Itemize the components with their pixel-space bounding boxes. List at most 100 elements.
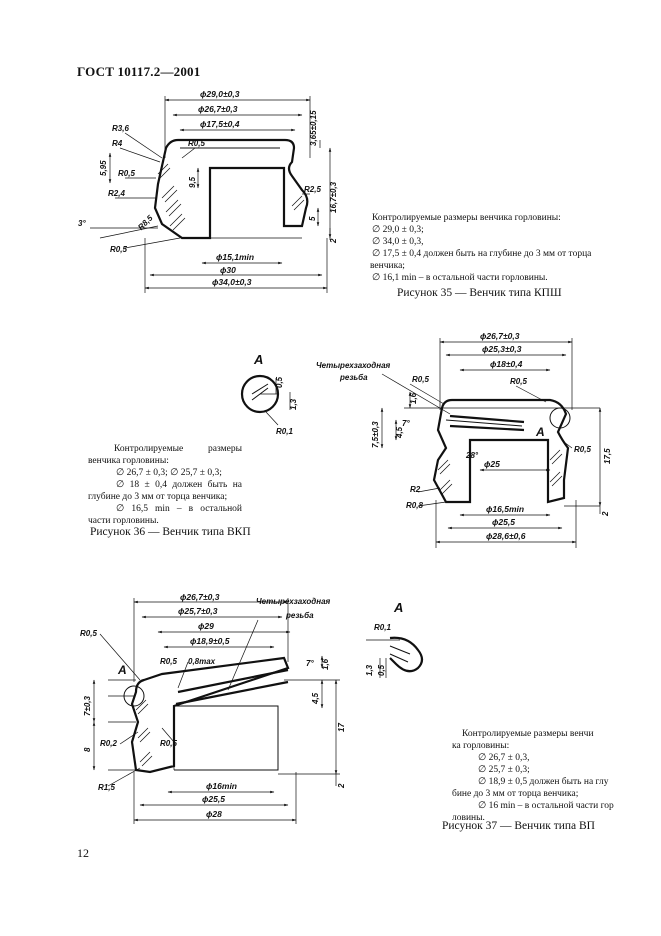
fig35-dim-r6: R0,5: [110, 245, 127, 254]
fig36-note-line: ∅ 16,5 min – в остальной: [116, 504, 242, 514]
fig36-detail-label: A: [253, 352, 263, 367]
fig37-caption: Рисунок 37 — Венчик типа ВП: [442, 820, 595, 832]
fig36-note-line: венчика горловины:: [88, 456, 169, 466]
fig37-dim-d2: ϕ25,7±0,3: [178, 606, 218, 616]
fig37-detail-label: A: [393, 600, 403, 615]
fig36-dim-v3: 7,5±0,3: [371, 421, 380, 448]
fig37-dim-m1: 0,8max: [188, 657, 216, 666]
fig36-dim-v2: 4,5: [395, 426, 404, 439]
fig37-note-line: ∅ 25,7 ± 0,3;: [478, 765, 530, 775]
fig37-note-line: ка горловины:: [452, 741, 510, 751]
fig35-dim-r5: R8,5: [136, 213, 155, 232]
fig36-thread-line2: резьба: [339, 373, 368, 382]
fig37-thread-line1: Четырехзаходная: [256, 597, 331, 606]
fig35-note-line: венчика;: [370, 261, 405, 271]
fig35-note-line: Контролируемые размеры венчика горловины…: [372, 213, 561, 223]
fig37-detail-dim-a: 1,3: [365, 664, 374, 676]
fig35-dim-v2: 9,5: [188, 176, 197, 188]
fig37-label-a: A: [117, 663, 127, 677]
fig36-dim-a1: 7°: [402, 419, 410, 428]
document-header: ГОСТ 10117.2—2001: [77, 64, 201, 79]
fig37-dim-d4: ϕ18,9±0,5: [190, 636, 230, 646]
fig35-dim-a1: 3°: [78, 219, 86, 228]
fig37-detail-dim-r: R0,1: [374, 623, 391, 632]
fig35-dim-d4: ϕ15,1min: [216, 252, 254, 262]
fig37-notes: Контролируемые размеры венчи ка горловин…: [452, 728, 614, 824]
fig36-detail-dim-a: 0,5: [275, 376, 284, 388]
fig37-detail-dim-b: 0,5: [377, 664, 386, 676]
fig35-dim-r2: R4: [112, 139, 123, 148]
fig35-notes: Контролируемые размеры венчика горловины…: [370, 212, 612, 284]
fig36-dim-d7: ϕ28,6±0,6: [486, 531, 526, 541]
fig37-dim-v3: 7±0,3: [83, 695, 92, 716]
figure-36-drawing: ϕ26,7±0,3 ϕ25,3±0,3 ϕ18±0,4 ϕ25 ϕ16,5min…: [316, 331, 612, 548]
fig36-dim-r3: R0,5: [574, 445, 591, 454]
page-number: 12: [77, 846, 89, 860]
fig35-dim-d5: ϕ30: [220, 265, 236, 275]
fig35-dim-d3: ϕ17,5±0,4: [200, 119, 240, 129]
fig35-dim-d1: ϕ29,0±0,3: [200, 89, 240, 99]
fig35-note-line: ∅ 16,1 min – в остальной части горловины…: [372, 273, 548, 283]
fig37-note-line: ∅ 26,7 ± 0,3,: [478, 753, 530, 763]
fig36-dim-d3: ϕ18±0,4: [490, 359, 523, 369]
fig37-dim-d5: ϕ16min: [206, 781, 237, 791]
fig36-notes: Контролируемые размеры венчика горловины…: [88, 443, 242, 527]
fig36-dim-d5: ϕ16,5min: [486, 504, 524, 514]
figure-36-detail-a: A 0,5 1,3 R0,1: [240, 352, 298, 436]
fig36-dim-r2: R0,5: [510, 377, 527, 386]
fig35-note-line: ∅ 29,0 ± 0,3;: [372, 225, 424, 235]
fig36-thread-line1: Четырехзаходная: [316, 361, 391, 370]
fig36-detail-dim-r: R0,1: [276, 427, 293, 436]
fig37-note-line: Контролируемые размеры венчи: [462, 729, 594, 739]
fig35-caption: Рисунок 35 — Венчик типа КПШ: [397, 287, 562, 299]
fig36-note-line: глубине до 3 мм от торца венчика;: [88, 492, 228, 502]
fig36-dim-d1: ϕ26,7±0,3: [480, 331, 520, 341]
fig36-caption: Рисунок 36 — Венчик типа ВКП: [90, 526, 251, 538]
fig37-dim-r2: R0,5: [160, 657, 177, 666]
fig37-dim-d1: ϕ26,7±0,3: [180, 592, 220, 602]
fig35-dim-v1: 5,95: [99, 160, 108, 176]
fig35-dim-d2: ϕ26,7±0,3: [198, 104, 238, 114]
fig37-dim-v2: 4,5: [311, 692, 320, 705]
fig37-dim-d6: ϕ25,5: [202, 794, 225, 804]
fig37-dim-a1: 7°: [306, 659, 314, 668]
fig35-note-line: ∅ 34,0 ± 0,3,: [372, 237, 424, 247]
fig36-note-line: ∅ 18 ± 0,4 должен быть на: [116, 480, 242, 490]
fig37-dim-d3: ϕ29: [198, 621, 214, 631]
fig36-dim-r1: R0,5: [412, 375, 429, 384]
fig37-note-line: ∅ 18,9 ± 0,5 должен быть на глу: [478, 777, 609, 787]
fig35-dim-v6: 2: [329, 238, 338, 244]
fig37-note-line: ∅ 16 min – в остальной части гор: [478, 801, 614, 811]
fig37-note-line: ловины.: [452, 813, 485, 823]
fig37-dim-d7: ϕ28: [206, 809, 222, 819]
fig36-dim-d6: ϕ25,5: [492, 517, 515, 527]
fig36-detail-dim-b: 1,3: [289, 398, 298, 410]
fig37-dim-r4: R0,5: [160, 739, 177, 748]
fig37-dim-v5: 17: [337, 723, 346, 732]
fig36-dim-d2: ϕ25,3±0,3: [482, 344, 522, 354]
fig37-thread-line2: резьба: [285, 611, 314, 620]
fig36-dim-r4: R2: [410, 485, 421, 494]
fig37-dim-v1: 1,6: [321, 658, 330, 670]
fig35-dim-r4: R2,4: [108, 189, 125, 198]
fig36-dim-a2: 28°: [465, 451, 479, 460]
fig36-label-a: A: [535, 425, 545, 439]
fig36-dim-v1: 1,6: [409, 392, 418, 404]
fig35-dim-r8: R2,5: [304, 185, 321, 194]
fig37-note-line: бине до 3 мм от торца венчика;: [452, 789, 579, 799]
fig36-dim-d4: ϕ25: [484, 459, 500, 469]
fig36-dim-v5: 2: [601, 511, 610, 517]
fig37-dim-v4: 8: [83, 747, 92, 752]
fig37-dim-r1: R0,5: [80, 629, 97, 638]
fig36-dim-v4: 17,5: [603, 448, 612, 464]
fig35-dim-v3: 3,65±0,15: [309, 110, 318, 146]
fig35-note-line: ∅ 17,5 ± 0,4 должен быть на глубине до 3…: [372, 249, 592, 259]
fig35-dim-r7: R0,5: [188, 139, 205, 148]
figure-35-drawing: ϕ29,0±0,3 ϕ26,7±0,3 ϕ17,5±0,4 ϕ15,1min ϕ…: [78, 89, 338, 293]
fig35-dim-r1: R3,6: [112, 124, 129, 133]
fig35-dim-r3: R0,5: [118, 169, 135, 178]
fig37-dim-v6: 2: [337, 783, 346, 789]
fig36-note-line: Контролируемые размеры: [114, 444, 242, 454]
figure-37-drawing: ϕ26,7±0,3 ϕ25,7±0,3 ϕ29 ϕ18,9±0,5 ϕ16min…: [80, 592, 346, 824]
